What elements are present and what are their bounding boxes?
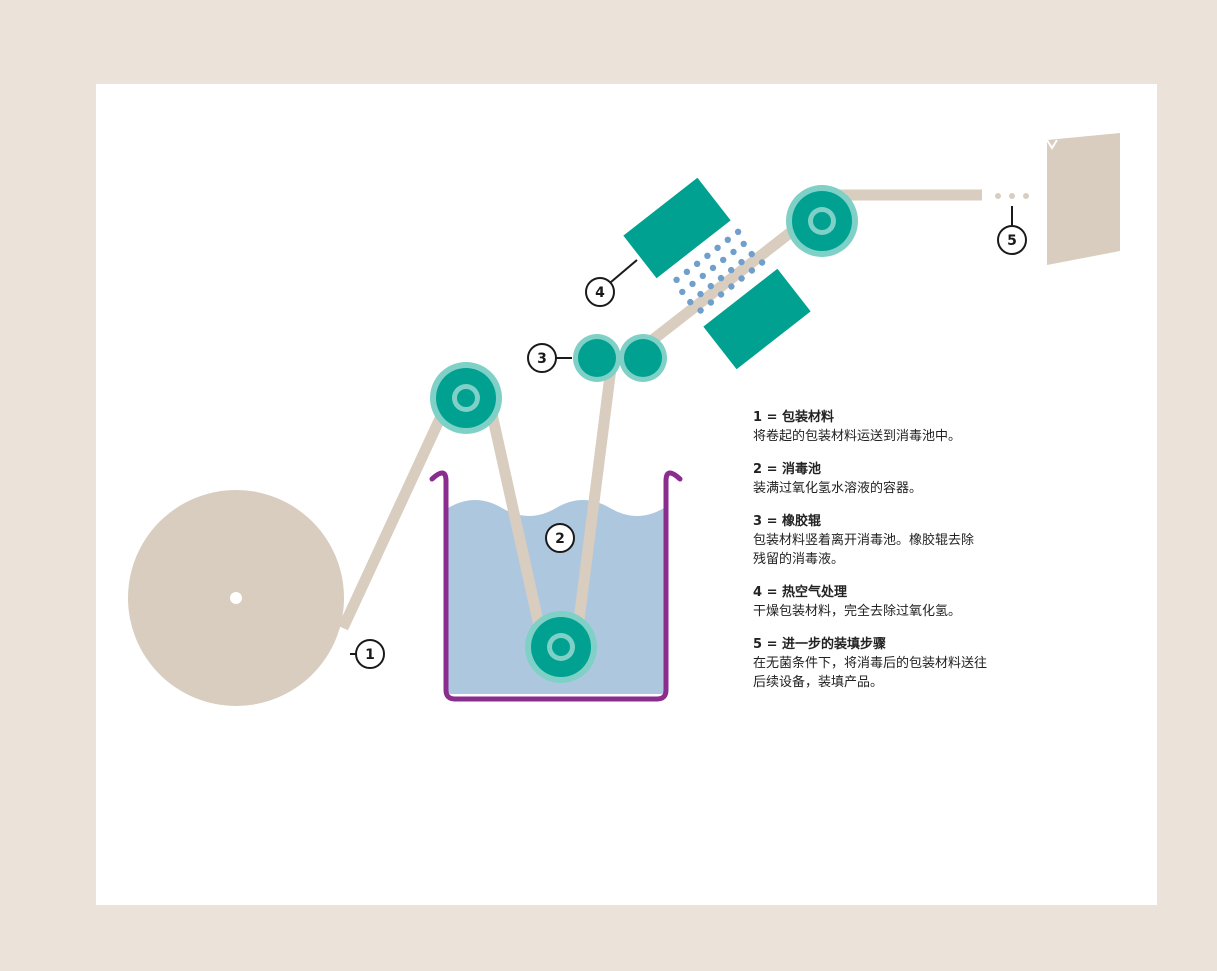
spray-dot [704, 252, 711, 259]
spray-dot [738, 275, 745, 282]
spray-dot [717, 291, 725, 298]
legend-title: 4 = 热空气处理 [753, 585, 847, 600]
guide-roller-top-right [786, 185, 858, 257]
marker-5: 5 [997, 206, 1027, 255]
spray-dot [748, 267, 756, 274]
legend-description: 装满过氧化氢水溶液的容器。 [753, 481, 923, 496]
spray-dot [734, 228, 742, 235]
marker-4: 4 [585, 259, 638, 307]
legend-title: 1 = 包装材料 [753, 410, 834, 425]
svg-text:5: 5 [1007, 233, 1017, 249]
spray-dot [748, 250, 755, 258]
spray-dot [724, 236, 731, 243]
spray-dot [683, 268, 691, 275]
spray-dot [673, 276, 680, 283]
legend-entry-further-filling: 5 = 进一步的装填步骤 在无菌条件下，将消毒后的包装材料送往 后续设备，装填产… [753, 635, 1113, 692]
legend: 1 = 包装材料 将卷起的包装材料运送到消毒池中。 2 = 消毒池 装满过氧化氢… [753, 408, 1113, 706]
spray-dot [707, 299, 715, 306]
spray-dot [707, 282, 714, 290]
svg-text:3: 3 [537, 351, 547, 367]
spray-dot [738, 258, 745, 266]
spray-dot [758, 259, 766, 266]
hot-air-nozzle-lower [703, 268, 811, 370]
guide-roller-in-basin [525, 611, 597, 683]
legend-entry-disinfection-basin: 2 = 消毒池 装满过氧化氢水溶液的容器。 [753, 460, 1113, 498]
spray-dot [728, 283, 735, 290]
spray-dot [730, 248, 737, 256]
marker-1: 1 [350, 639, 385, 669]
spray-dot [697, 290, 704, 298]
rubber-rollers [573, 334, 667, 382]
legend-description: 干燥包装材料，完全去除过氧化氢。 [753, 604, 962, 619]
hot-air-spray [673, 228, 766, 314]
legend-entry-packaging-material: 1 = 包装材料 将卷起的包装材料运送到消毒池中。 [753, 408, 1113, 446]
disinfection-liquid [448, 500, 664, 694]
spray-dot [697, 307, 704, 314]
legend-description: 在无菌条件下，将消毒后的包装材料送往 后续设备，装填产品。 [753, 656, 988, 690]
finished-carton [1046, 133, 1120, 265]
svg-text:2: 2 [555, 531, 565, 547]
legend-title: 3 = 橡胶辊 [753, 514, 821, 529]
spray-dot [699, 272, 706, 280]
spray-dot [720, 256, 727, 264]
spray-dot [687, 298, 694, 306]
legend-description: 包装材料竖着离开消毒池。橡胶辊去除 残留的消毒液。 [753, 533, 975, 567]
svg-text:1: 1 [365, 647, 375, 663]
disinfection-basin [429, 470, 683, 702]
packaging-material-web [338, 189, 982, 632]
spray-dot [740, 240, 747, 248]
spray-dot [689, 280, 696, 288]
marker-3: 3 [527, 343, 572, 373]
material-roll [128, 490, 344, 706]
continuation-dots [995, 193, 1029, 199]
roll-core-hole [230, 592, 242, 604]
legend-description: 将卷起的包装材料运送到消毒池中。 [753, 429, 962, 444]
spray-dot [714, 244, 721, 251]
legend-entry-rubber-rollers: 3 = 橡胶辊 包装材料竖着离开消毒池。橡胶辊去除 残留的消毒液。 [753, 512, 1113, 569]
guide-roller-top-left [430, 362, 502, 434]
legend-title: 5 = 进一步的装填步骤 [753, 637, 886, 652]
spray-dot [717, 274, 725, 282]
svg-text:4: 4 [595, 285, 605, 301]
legend-entry-hot-air-treatment: 4 = 热空气处理 干燥包装材料，完全去除过氧化氢。 [753, 583, 1113, 621]
marker-2: 2 [545, 523, 575, 553]
legend-title: 2 = 消毒池 [753, 462, 821, 477]
spray-dot [709, 264, 717, 272]
diagram-panel [96, 84, 1157, 905]
spray-dot [693, 260, 701, 267]
spray-dot [679, 288, 686, 296]
spray-dot [728, 266, 735, 274]
hot-air-nozzle-upper [623, 177, 731, 279]
